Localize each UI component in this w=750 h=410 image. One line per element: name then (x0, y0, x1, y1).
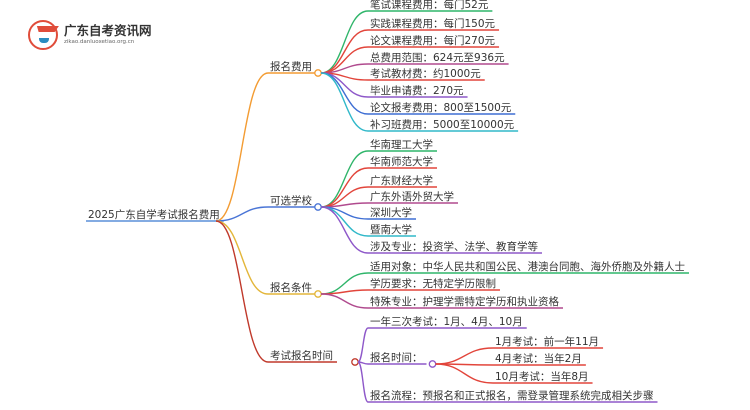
leaf-node: 适用对象：中华人民共和国公民、港澳台同胞、海外侨胞及外籍人士 (370, 260, 685, 273)
subleaf-connector (435, 347, 494, 365)
branch-connector (215, 206, 269, 222)
branch-connector (215, 220, 269, 295)
leaf-connector (320, 72, 369, 132)
root-node: 2025广东自学考试报名费用 (88, 208, 220, 221)
subbranch-knob (428, 360, 437, 368)
leaf-connector (320, 29, 369, 74)
branch-connector (215, 220, 269, 363)
leaf-node: 补习班费用：5000至10000元 (370, 118, 515, 131)
leaf-node: 一年三次考试：1月、4月、10月 (370, 315, 523, 328)
branch-node: 报名费用 (270, 60, 312, 73)
leaf-node: 广东外语外贸大学 (370, 190, 454, 203)
branch-knob (314, 290, 322, 298)
leaf-node: 深圳大学 (370, 206, 412, 219)
leaf-connector (320, 10, 369, 74)
logo-url: zikao.danluoxetiao.org.cn (64, 39, 135, 45)
leaf-node: 实践课程费用：每门150元 (370, 17, 496, 30)
branch-knob (314, 203, 322, 211)
graduation-cap-icon (28, 20, 58, 50)
leaf-node: 学历要求：无特定学历限制 (370, 277, 496, 290)
leaf-node: 华南师范大学 (370, 155, 433, 168)
leaf-node: 论文课程费用：每门270元 (370, 34, 496, 47)
leaf-node: 总费用范围：624元至936元 (370, 51, 505, 64)
leaf-node: 报名流程：预报名和正式报名，需登录管理系统完成相关步骤 (370, 389, 654, 402)
leaf-node: 笔试课程费用：每门52元 (370, 0, 489, 11)
leaf-connector (320, 186, 369, 208)
leaf-connector (320, 293, 369, 309)
leaf-connector (357, 327, 369, 363)
leaf-node: 特殊专业：护理学需特定学历和执业资格 (370, 295, 559, 308)
branch-node: 可选学校 (270, 194, 312, 207)
subleaf-node: 1月考试：前一年11月 (495, 335, 599, 348)
leaf-connector (320, 206, 369, 237)
branch-knob (314, 69, 322, 77)
leaf-node: 论文报考费用：800至1500元 (370, 101, 512, 114)
logo-title: 广东自考资讯网 (64, 23, 152, 38)
leaf-connector (320, 289, 369, 295)
site-logo: 广东自考资讯网 zikao.danluoxetiao.org.cn (22, 18, 152, 58)
leaf-node: 广东财经大学 (370, 174, 433, 187)
leaf-connector (320, 150, 369, 208)
leaf-node: 考试教材费：约1000元 (370, 67, 481, 80)
subleaf-node: 4月考试：当年2月 (495, 352, 582, 365)
branch-node: 报名条件 (270, 281, 312, 294)
subleaf-node: 10月考试：当年8月 (495, 370, 589, 383)
leaf-node: 暨南大学 (370, 223, 412, 236)
branch-connector (215, 72, 269, 222)
leaf-node: 涉及专业：投资学、法学、教育学等 (370, 240, 538, 253)
leaf-connector (357, 361, 369, 403)
leaf-node: 华南理工大学 (370, 138, 433, 151)
leaf-node: 报名时间： (370, 351, 423, 364)
branch-knob (351, 358, 359, 366)
leaf-connector (320, 206, 369, 254)
leaf-node: 毕业申请费：270元 (370, 84, 464, 97)
subleaf-connector (435, 363, 494, 384)
branch-node: 考试报名时间 (270, 349, 333, 362)
